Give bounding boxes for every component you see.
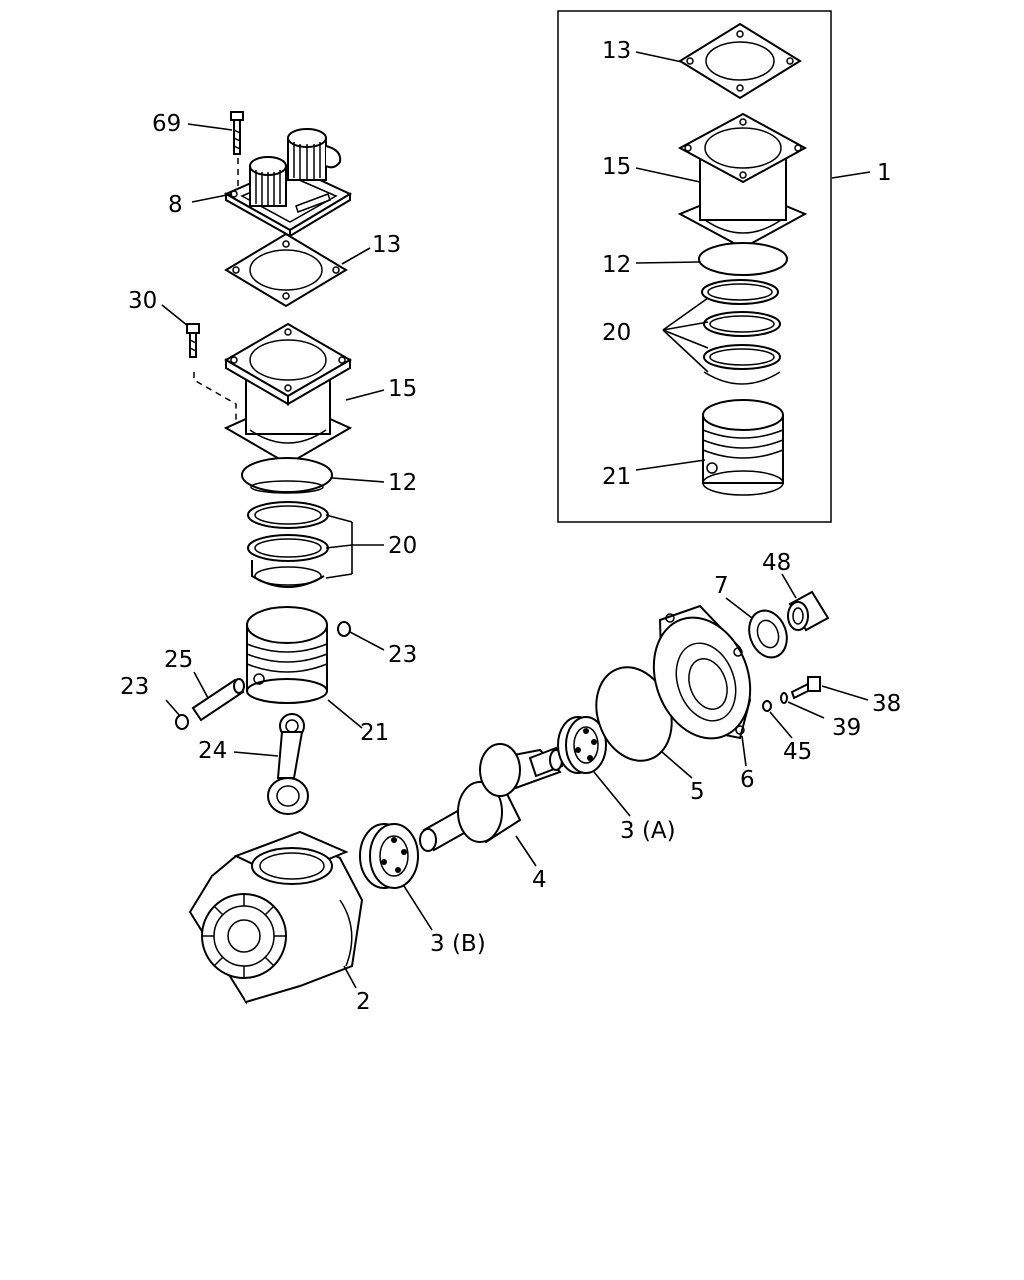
inset-piston-rings bbox=[701, 279, 781, 385]
head-gasket bbox=[224, 232, 348, 308]
callout-20: 20 bbox=[388, 533, 417, 559]
bearing-b bbox=[359, 823, 419, 889]
cylinder-barrel bbox=[223, 322, 353, 466]
snap-ring-right bbox=[337, 621, 351, 637]
callout-7: 7 bbox=[714, 573, 729, 599]
callout-12: 12 bbox=[388, 470, 417, 496]
callout-24: 24 bbox=[198, 738, 227, 764]
inset-label-20: 20 bbox=[602, 320, 631, 346]
inset-seal-ring bbox=[698, 242, 788, 276]
callout-23-left: 23 bbox=[120, 674, 149, 700]
piston-rings bbox=[247, 501, 329, 588]
seal-ring bbox=[241, 457, 333, 493]
inset-label-12: 12 bbox=[602, 252, 631, 278]
spring-washer bbox=[780, 692, 788, 704]
callout-2: 2 bbox=[356, 989, 371, 1015]
kit-inset-box: 13 15 12 20 21 1 bbox=[557, 10, 892, 523]
inset-label-21: 21 bbox=[602, 464, 631, 490]
inset-gasket bbox=[678, 22, 802, 100]
callout-13: 13 bbox=[372, 232, 401, 258]
snap-ring-left bbox=[175, 714, 189, 730]
inset-piston bbox=[702, 399, 784, 496]
connecting-rod bbox=[267, 713, 309, 815]
bushing bbox=[787, 590, 830, 632]
callout-25: 25 bbox=[164, 647, 193, 673]
kit-label-1: 1 bbox=[877, 160, 892, 186]
inset-label-15: 15 bbox=[602, 154, 631, 180]
bearing-a bbox=[557, 716, 607, 774]
washer bbox=[762, 700, 772, 712]
bolt-30 bbox=[186, 323, 200, 358]
callout-8: 8 bbox=[168, 192, 183, 218]
callout-6: 6 bbox=[740, 767, 755, 793]
callout-21: 21 bbox=[360, 720, 389, 746]
bolt-69 bbox=[230, 111, 244, 155]
crankcase bbox=[188, 830, 364, 1005]
bolt-38 bbox=[790, 676, 821, 700]
callout-3b: 3 (B) bbox=[430, 931, 486, 957]
crankshaft bbox=[419, 743, 564, 852]
callout-45: 45 bbox=[783, 739, 812, 765]
callout-38: 38 bbox=[872, 691, 901, 717]
callout-4: 4 bbox=[532, 867, 547, 893]
callout-15: 15 bbox=[388, 376, 417, 402]
end-cover bbox=[652, 604, 752, 740]
leader-lines bbox=[161, 123, 869, 989]
oil-seal bbox=[748, 609, 788, 659]
piston bbox=[246, 606, 328, 704]
inset-leaders bbox=[635, 51, 871, 471]
callout-39: 39 bbox=[832, 715, 861, 741]
callout-23-right: 23 bbox=[388, 642, 417, 668]
inset-cylinder bbox=[677, 112, 808, 250]
cylinder-head bbox=[223, 128, 353, 238]
callout-69: 69 bbox=[152, 111, 181, 137]
callout-48: 48 bbox=[762, 550, 791, 576]
piston-pin bbox=[191, 678, 245, 722]
inset-label-13: 13 bbox=[602, 38, 631, 64]
callout-3a: 3 (A) bbox=[620, 818, 676, 844]
callout-30: 30 bbox=[128, 288, 157, 314]
callout-5: 5 bbox=[690, 779, 705, 805]
